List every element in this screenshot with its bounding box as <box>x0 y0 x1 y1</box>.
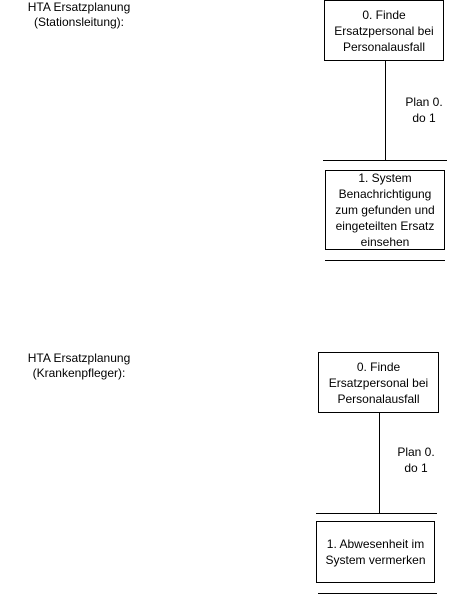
root-task-box: 0. Finde Ersatzpersonal bei Personalausf… <box>318 352 439 413</box>
subtask-line-5: einsehen <box>360 235 410 249</box>
caption-line-1: HTA Ersatzplanung <box>27 351 131 365</box>
plan-line-1: Plan 0. <box>405 95 443 109</box>
plan-label: Plan 0. do 1 <box>398 94 450 126</box>
hta-caption-stationsleitung: HTA Ersatzplanung (Stationsleitung): <box>14 0 144 30</box>
root-task-line-2: Ersatzpersonal bei <box>334 23 434 38</box>
caption-line-1: HTA Ersatzplanung <box>27 0 131 14</box>
plan-separator-line <box>316 513 437 514</box>
connector-line <box>385 61 386 160</box>
subtask-end-line <box>318 593 437 594</box>
root-task-line-3: Personalausfall <box>342 39 426 54</box>
caption-line-2: (Stationsleitung): <box>33 15 125 29</box>
subtask-line-1: 1. System <box>358 171 412 185</box>
root-task-line-1: 0. Finde <box>362 7 406 22</box>
hta-caption-krankenpfleger: HTA Ersatzplanung (Krankenpfleger): <box>14 351 144 381</box>
subtask-line-2: Benachrichtigung <box>338 187 432 201</box>
subtask-line-3: zum gefunden und <box>335 203 435 217</box>
root-task-line-2: Ersatzpersonal bei <box>328 375 429 390</box>
subtask-line-1: 1. Abwesenheit im <box>326 537 425 551</box>
plan-line-1: Plan 0. <box>397 445 435 459</box>
subtask-line-2: System vermerken <box>325 553 426 567</box>
caption-line-2: (Krankenpfleger): <box>32 366 126 380</box>
subtask-line-4: eingeteilten Ersatz <box>335 219 435 233</box>
root-task-line-3: Personalausfall <box>337 391 420 406</box>
subtask-box: 1. System Benachrichtigung zum gefunden … <box>325 170 445 250</box>
plan-separator-line <box>323 160 447 161</box>
connector-line <box>379 413 380 513</box>
root-task-line-1: 0. Finde <box>356 359 401 374</box>
plan-line-2: do 1 <box>404 461 428 475</box>
plan-line-2: do 1 <box>412 111 436 125</box>
plan-label: Plan 0. do 1 <box>390 444 442 476</box>
root-task-box: 0. Finde Ersatzpersonal bei Personalausf… <box>324 0 444 61</box>
subtask-end-line <box>325 260 445 261</box>
subtask-box: 1. Abwesenheit im System vermerken <box>316 521 435 583</box>
